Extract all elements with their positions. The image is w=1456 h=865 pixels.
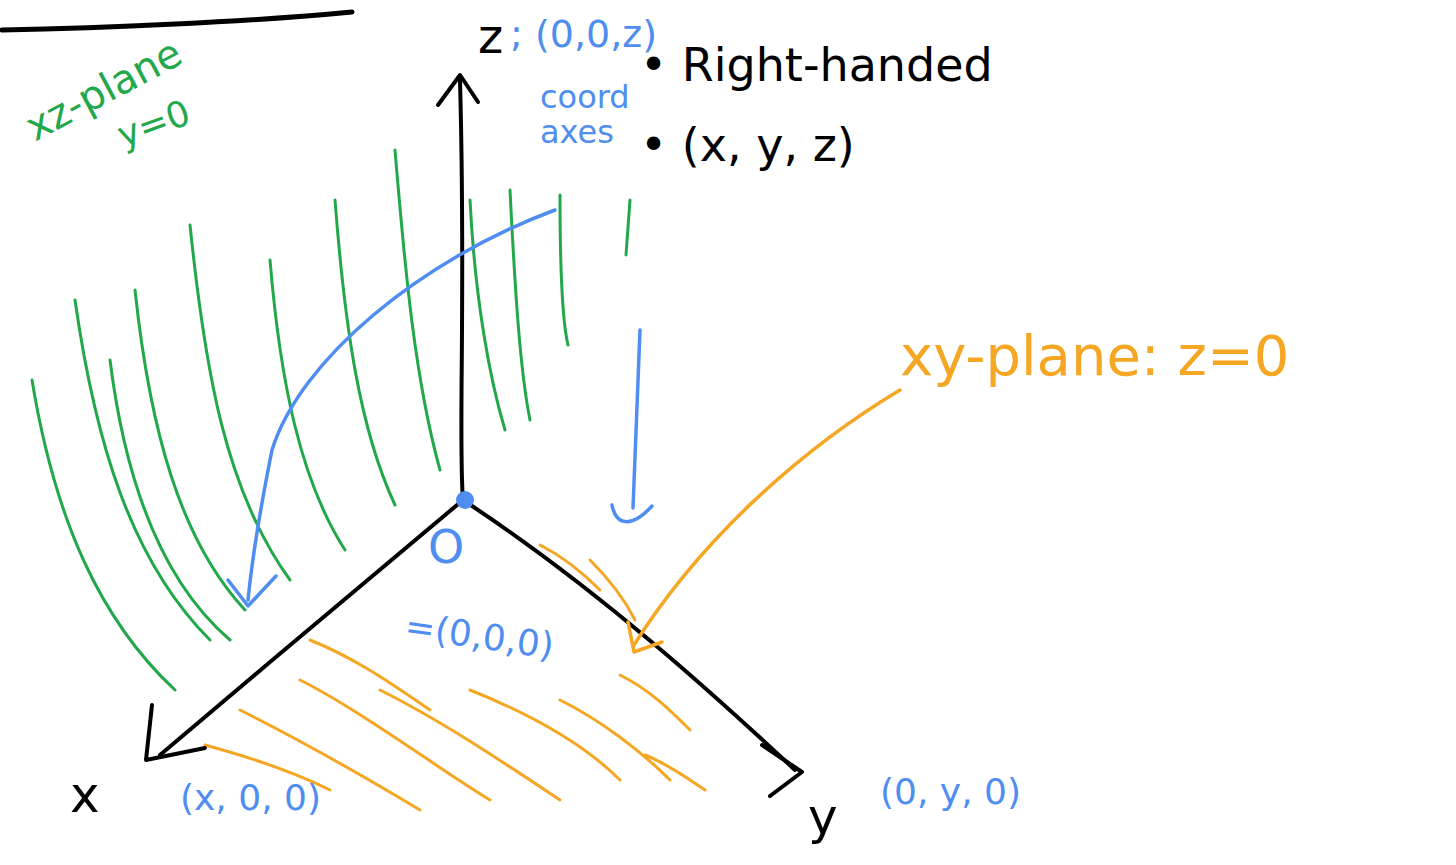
axis-coordinates: ; (0,0,z): [510, 14, 657, 56]
axis-coordinates: (x, 0, 0): [180, 778, 321, 818]
note-text: • (x, y, z): [640, 120, 855, 171]
leader-line: [628, 390, 900, 652]
axis-name: y: [808, 790, 838, 845]
coordinate-axes: [146, 75, 802, 796]
plane-label: xy-plane: z=0: [900, 325, 1289, 387]
axis-name: z: [478, 10, 503, 63]
axis-name: x: [70, 768, 100, 823]
note-text: • Right-handed: [640, 40, 993, 91]
leader-lines: [228, 210, 652, 606]
xy-plane-hatching: [205, 545, 705, 810]
origin-label: O: [428, 522, 464, 573]
origin-coordinates: =(0,0,0): [402, 606, 556, 666]
header-underline: [2, 12, 352, 30]
origin-dot: [456, 491, 474, 509]
axis-coordinates: (0, y, 0): [880, 772, 1021, 812]
